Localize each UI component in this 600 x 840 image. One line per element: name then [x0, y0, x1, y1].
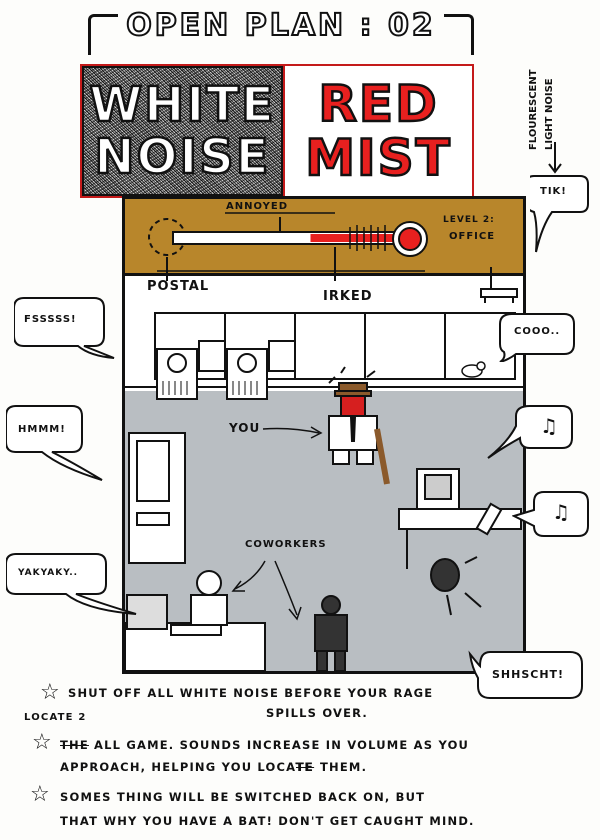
instruction-3a: SOMES THING WILL BE SWITCHED BACK ON, BU…	[60, 790, 426, 804]
instruction-2a: ALL GAME. SOUNDS INCREASE IN VOLUME AS Y…	[94, 738, 470, 752]
bubble-fsss: FSSSSS!	[13, 296, 124, 370]
instruction-1b-prefix: LOCATE 2	[24, 712, 87, 723]
fluorescent-arrow-icon	[548, 142, 562, 174]
rage-meter	[148, 212, 428, 281]
instruction-3b: THAT WHY YOU HAVE A BAT! DON'T GET CAUGH…	[60, 814, 475, 828]
pigeon-icon	[461, 361, 486, 378]
star-icon: ☆	[40, 680, 60, 705]
you-arrow-icon	[262, 426, 323, 439]
music-note-icon-2: ♫	[552, 500, 571, 524]
rage-meter-fill	[310, 234, 423, 242]
instruction-1b: SPILLS OVER.	[266, 706, 368, 720]
bubble-music-1: ♫	[486, 404, 576, 478]
bubble-cooo: COOO..	[498, 312, 578, 366]
level-label-line1: LEVEL 2:	[443, 215, 495, 225]
logo-mist-word: MIST	[304, 129, 452, 187]
bubble-fsss-text: FSSSSS!	[24, 314, 77, 325]
game-title-frame: OPEN PLAN : 02	[88, 7, 474, 55]
air-conditioner-units	[156, 340, 296, 400]
computer-desk[interactable]	[397, 461, 523, 571]
fluorescent-light-icon	[480, 267, 518, 303]
star-icon-3: ☆	[30, 782, 50, 807]
instruction-2b-post: THEM.	[320, 760, 368, 774]
bubble-hmmm: HMMM!	[5, 404, 126, 488]
bubble-music-2: ♫	[511, 488, 592, 552]
coworkers-label: COWORKERS	[245, 539, 327, 550]
coworkers-arrows	[231, 560, 302, 621]
meter-annoyed-label: ANNOYED	[223, 201, 291, 212]
logo-red-word: RED	[317, 75, 439, 133]
game-title: OPEN PLAN : 02	[118, 7, 444, 44]
logo-white-word: WHITE	[88, 77, 276, 133]
coworker-on-phone[interactable]	[125, 567, 275, 671]
instruction-2b-strike: TE	[296, 760, 315, 774]
player-character[interactable]	[311, 359, 397, 489]
music-note-icon: ♫	[540, 414, 559, 438]
fluorescent-label-line1: FLOURESCENT	[528, 69, 539, 150]
bubble-tik: TIK!	[525, 174, 590, 268]
logo-noise-word: NOISE	[93, 129, 271, 185]
bubble-shhscht-text: SHHSCHT!	[492, 668, 565, 681]
logo-white-noise: WHITE NOISE	[82, 66, 283, 196]
instruction-2b-pre: APPROACH, HELPING YOU LOCATE	[60, 760, 314, 774]
bubble-cooo-text: COOO..	[514, 326, 561, 337]
you-label: YOU	[229, 421, 261, 435]
instruction-2-strike: THE	[60, 738, 89, 752]
game-logo: WHITE NOISE RED MIST	[80, 64, 474, 198]
meter-irked-label: IRKED	[323, 289, 373, 304]
vending-machine[interactable]	[127, 431, 189, 571]
star-icon-2: ☆	[32, 730, 52, 755]
coworker-dark[interactable]	[301, 595, 361, 671]
bubble-shhscht: SHHSCHT!	[468, 648, 588, 712]
office-room: ANNOYED POSTAL IRKED LEVEL 2: OFFICE	[122, 196, 526, 674]
logo-red-mist: RED MIST	[283, 66, 472, 196]
bubble-yakyaky-text: YAKYAKY..	[18, 568, 79, 578]
level-label-line2: OFFICE	[449, 231, 496, 242]
bubble-yakyaky: YAKYAKY..	[5, 548, 146, 622]
bubble-tik-text: TIK!	[540, 186, 567, 197]
bubble-hmmm-text: HMMM!	[18, 424, 66, 435]
instruction-1a: SHUT OFF ALL WHITE NOISE BEFORE YOUR RAG…	[68, 686, 434, 700]
meter-postal-label: POSTAL	[147, 279, 210, 294]
office-chair	[430, 556, 482, 616]
